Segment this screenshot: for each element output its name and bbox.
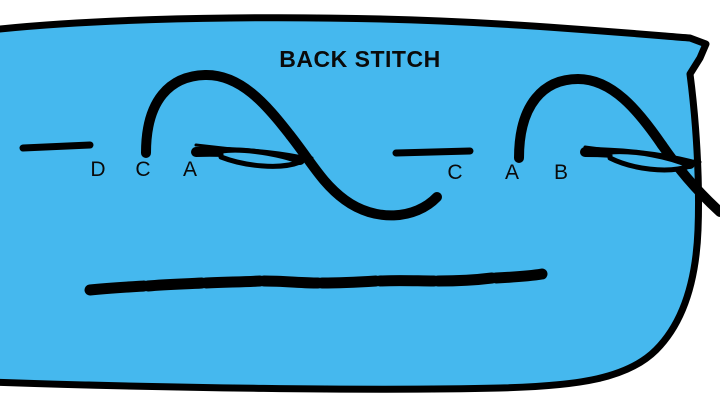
seam-dash <box>142 277 208 292</box>
thread-arch-left <box>141 69 295 158</box>
title-group: BACK STITCH <box>279 46 440 72</box>
completed-stitch-dash-right <box>392 147 474 157</box>
right-stitch-sequence: C A B <box>392 73 720 217</box>
needle-eye-left <box>218 147 303 169</box>
point-label-c-right: C <box>447 161 462 184</box>
point-label-b-right: B <box>554 161 568 184</box>
seam-dash <box>200 275 266 289</box>
thread-tail-left <box>285 130 442 221</box>
seam-dash <box>84 280 150 296</box>
thread-tail-right <box>657 140 720 217</box>
page-title: BACK STITCH <box>279 46 440 72</box>
left-stitch-sequence: D C A <box>19 69 442 221</box>
seam-dash <box>432 272 498 287</box>
point-label-c-left: C <box>135 158 150 181</box>
finished-backstitch-row <box>84 268 548 296</box>
seam-dash <box>258 275 324 289</box>
needle-eye-right <box>607 149 693 173</box>
point-label-a-left: A <box>183 158 197 181</box>
seam-dash <box>316 275 382 289</box>
point-label-a-right: A <box>505 161 519 184</box>
point-label-d: D <box>90 158 105 181</box>
seam-dash <box>490 268 548 284</box>
thread-arch-right <box>514 73 667 163</box>
completed-stitch-dash-left <box>19 141 94 152</box>
